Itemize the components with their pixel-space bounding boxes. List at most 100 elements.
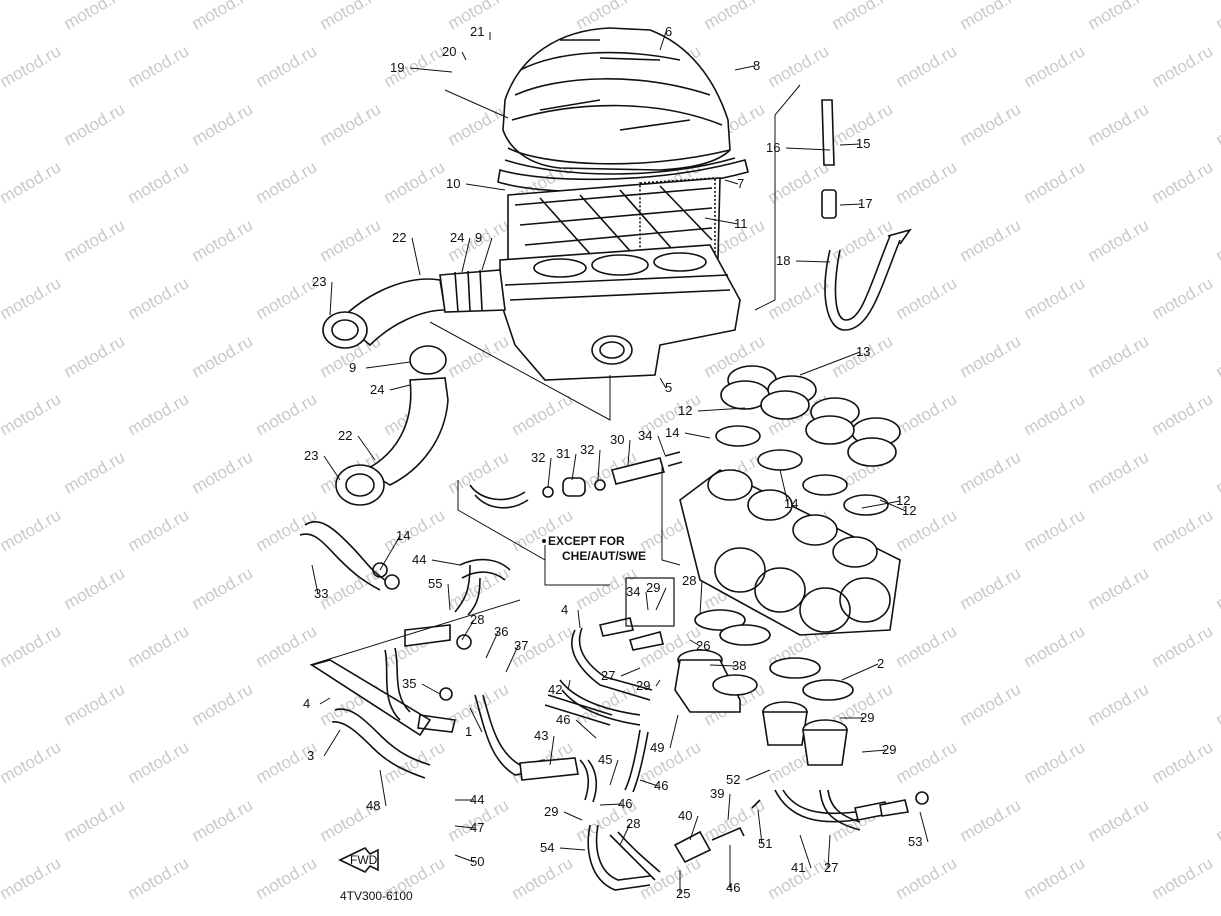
callout-leader <box>655 679 661 687</box>
callout-leader <box>409 67 453 73</box>
callout-leader <box>559 847 586 851</box>
watermark-text: motod.ru <box>1213 447 1221 497</box>
callout-leader <box>639 779 659 787</box>
callout-leader <box>699 580 703 616</box>
callout-label: 53 <box>908 834 922 849</box>
callout-label: 2 <box>877 656 884 671</box>
watermark-text: motod.ru <box>61 99 129 149</box>
callout-label: 23 <box>312 274 326 289</box>
callout-leader <box>481 237 493 271</box>
note-line-2: CHE/AUT/SWE <box>562 549 646 563</box>
callout-leader <box>839 203 863 206</box>
watermark-text: motod.ru <box>1085 215 1153 265</box>
watermark-text: motod.ru <box>1021 737 1089 787</box>
watermark-text: motod.ru <box>957 679 1025 729</box>
callout-leader <box>461 237 471 273</box>
callout-leader <box>659 31 667 51</box>
watermark-text: motod.ru <box>253 853 321 903</box>
callout-leader <box>619 823 631 846</box>
callout-label: 16 <box>766 140 780 155</box>
callout-label: 47 <box>470 820 484 835</box>
callout-label: 17 <box>858 196 872 211</box>
watermark-text: motod.ru <box>957 99 1025 149</box>
watermark-text: motod.ru <box>1149 853 1217 903</box>
lower-left-hoses <box>299 521 511 779</box>
watermark-text: motod.ru <box>0 621 64 671</box>
watermark-text: motod.ru <box>0 273 64 323</box>
note-line-1: EXCEPT FOR <box>548 534 625 548</box>
callout-label: 44 <box>412 552 426 567</box>
watermark-text: motod.ru <box>957 0 1025 33</box>
callout-leader <box>563 811 583 821</box>
callout-label: 46 <box>556 712 570 727</box>
watermark-text: motod.ru <box>1149 621 1217 671</box>
watermark-text: motod.ru <box>317 0 385 33</box>
callout-leader <box>724 179 739 185</box>
callout-leader <box>505 645 519 673</box>
watermark-text: motod.ru <box>893 273 961 323</box>
callout-leader <box>657 435 666 456</box>
callout-leader <box>879 499 907 512</box>
callout-label: 49 <box>650 740 664 755</box>
callout-label: 28 <box>682 573 696 588</box>
watermark-text: motod.ru <box>125 737 193 787</box>
watermark-text: motod.ru <box>893 41 961 91</box>
callout-label: 20 <box>442 44 456 59</box>
callout-leader <box>620 667 641 677</box>
callout-label: 29 <box>882 742 896 757</box>
watermark-text: motod.ru <box>893 621 961 671</box>
callout-leader <box>357 435 376 461</box>
callout-leader <box>727 793 731 821</box>
callout-label: 29 <box>646 580 660 595</box>
watermark-text: motod.ru <box>893 737 961 787</box>
watermark-text: motod.ru <box>61 447 129 497</box>
callout-label: 11 <box>734 216 748 231</box>
callout-leader <box>697 407 746 412</box>
callout-leader <box>597 449 601 481</box>
watermark-text: motod.ru <box>701 0 769 33</box>
callout-leader <box>785 147 831 151</box>
callout-label: 36 <box>494 624 508 639</box>
callout-label: 54 <box>540 840 554 855</box>
callout-label: 51 <box>758 836 772 851</box>
breather-hose-assembly <box>821 99 912 331</box>
watermark-text: motod.ru <box>1085 795 1153 845</box>
watermark-text: motod.ru <box>957 447 1025 497</box>
watermark-text: motod.ru <box>1085 447 1153 497</box>
callout-leader <box>454 825 475 829</box>
callout-label: 33 <box>314 586 328 601</box>
airbox-cover <box>502 27 736 175</box>
watermark-text: motod.ru <box>445 331 513 381</box>
callout-leader <box>745 769 771 781</box>
bottom-right-joints <box>674 609 929 831</box>
callout-leader <box>827 834 831 869</box>
callout-label: 12 <box>678 403 692 418</box>
callout-label: 32 <box>531 450 545 465</box>
watermark-text: motod.ru <box>189 99 257 149</box>
watermark-text: motod.ru <box>1213 0 1221 33</box>
watermark-text: motod.ru <box>1149 737 1217 787</box>
callout-leader <box>861 749 887 753</box>
callout-label: 26 <box>696 638 710 653</box>
callout-leader <box>379 535 401 571</box>
watermark-text: motod.ru <box>125 389 193 439</box>
callout-label: 14 <box>396 528 410 543</box>
watermark-text: motod.ru <box>61 0 129 33</box>
watermark-text: motod.ru <box>61 679 129 729</box>
callout-label: 27 <box>824 860 838 875</box>
callout-label: 46 <box>618 796 632 811</box>
fwd-label: FWD <box>350 853 378 867</box>
watermark-text: motod.ru <box>1213 679 1221 729</box>
watermark-text: motod.ru <box>1021 389 1089 439</box>
callout-leader <box>795 260 831 263</box>
callout-label: 38 <box>732 658 746 673</box>
watermark-text: motod.ru <box>1085 563 1153 613</box>
callout-leader <box>323 729 341 757</box>
callout-label: 52 <box>726 772 740 787</box>
drawing-code: 4TV300-6100 <box>340 889 413 903</box>
callout-leader <box>431 559 461 566</box>
callout-label: 30 <box>610 432 624 447</box>
callout-leader <box>567 679 571 691</box>
